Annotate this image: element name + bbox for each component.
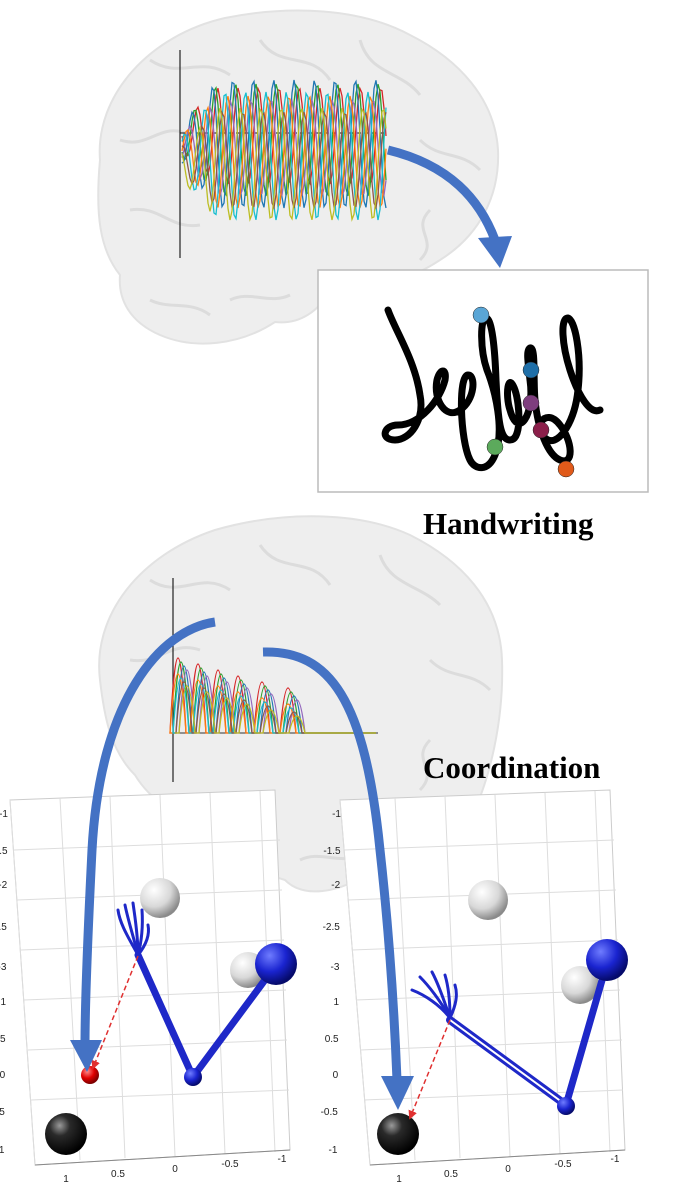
target-sphere-white <box>468 880 508 920</box>
pen-position-dot <box>523 362 539 378</box>
pen-position-dot <box>523 395 539 411</box>
z-axis-tick: -3 <box>330 962 339 973</box>
x-axis-tick: -0.5 <box>554 1159 572 1170</box>
pen-position-dot <box>487 439 503 455</box>
pen-position-dot <box>473 307 489 323</box>
x-axis-tick: 0 <box>172 1164 178 1175</box>
z-axis-tick: -1 <box>332 809 341 820</box>
z-axis-tick: 1 <box>0 997 6 1008</box>
z-axis-tick: 0.5 <box>325 1034 339 1045</box>
x-axis-tick: 1 <box>396 1174 402 1185</box>
x-axis-tick: -0.5 <box>221 1159 239 1170</box>
z-axis-tick: 1 <box>333 997 339 1008</box>
x-axis-tick: 0 <box>505 1164 511 1175</box>
x-axis-tick: -1 <box>611 1154 620 1165</box>
x-axis-tick: -1 <box>278 1154 287 1165</box>
left-arm-plot: -1 -1.5 -2 -2.5 -3 1 0.5 0 -0.5 -1 1 0.5 0 -0.5 -1 <box>0 790 297 1185</box>
z-axis-tick: -3 <box>0 962 7 973</box>
z-axis-tick: -2 <box>0 880 8 891</box>
handwriting-panel <box>318 270 648 492</box>
target-sphere-red <box>81 1066 99 1084</box>
target-sphere-black <box>377 1113 419 1155</box>
pen-position-dot <box>558 461 574 477</box>
z-axis-tick: -1 <box>0 809 8 820</box>
z-axis-tick: -1 <box>0 1145 5 1156</box>
z-axis-tick: -0.5 <box>321 1107 339 1118</box>
z-axis-tick: -2.5 <box>323 922 341 933</box>
x-axis-tick: 1 <box>63 1174 69 1185</box>
z-axis-tick: -1.5 <box>0 846 8 857</box>
x-axis-tick: 0.5 <box>444 1169 458 1180</box>
target-sphere-black <box>45 1113 87 1155</box>
x-axis-tick: 0.5 <box>111 1169 125 1180</box>
handwriting-label: Handwriting <box>423 506 594 542</box>
target-sphere-white <box>140 878 180 918</box>
z-axis-tick: 0 <box>0 1070 6 1081</box>
z-axis-tick: -1 <box>328 1145 337 1156</box>
z-axis-tick: 0.5 <box>0 1034 6 1045</box>
pen-position-dot <box>533 422 549 438</box>
z-axis-tick: -1.5 <box>323 846 341 857</box>
z-axis-tick: -2 <box>331 880 340 891</box>
coordination-label: Coordination <box>423 750 600 786</box>
z-axis-tick: -0.5 <box>0 1107 5 1118</box>
right-arm-plot: -1 -1.5 -2 -2.5 -3 1 0.5 0 -0.5 -1 1 0.5 0 -0.5 -1 <box>321 790 628 1185</box>
z-axis-tick: 0 <box>333 1070 339 1081</box>
z-axis-tick: -2.5 <box>0 922 7 933</box>
arrow-head-icon <box>478 236 512 268</box>
